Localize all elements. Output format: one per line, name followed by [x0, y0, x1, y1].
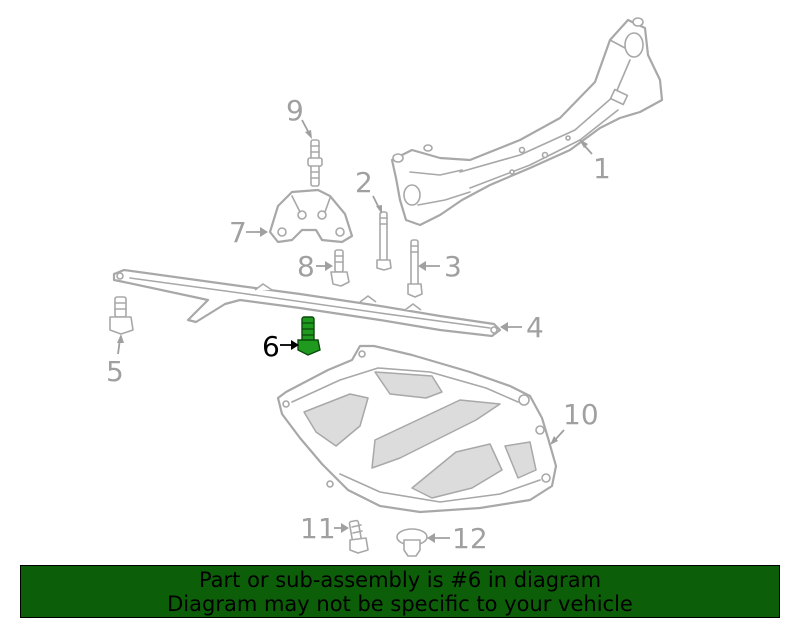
part-3-bolt[interactable]: [407, 239, 423, 298]
callout-3: 3: [444, 250, 462, 283]
callout-8: 8: [297, 250, 315, 283]
banner-line-2: Diagram may not be specific to your vehi…: [167, 591, 633, 616]
notice-banner: Part or sub-assembly is #6 in diagram Di…: [20, 565, 780, 618]
callout-4: 4: [526, 311, 544, 344]
callout-1: 1: [593, 152, 611, 185]
part-2-bolt[interactable]: [376, 211, 392, 271]
banner-line-1: Part or sub-assembly is #6 in diagram: [198, 567, 602, 592]
part-6-bolt[interactable]: [297, 316, 321, 356]
part-7-bracket[interactable]: [268, 188, 354, 244]
part-10-shield[interactable]: [276, 344, 558, 514]
parts-diagram: 1 2 3 4 5 6 7 8 9 10 11 12: [106, 17, 664, 557]
part-12-clip[interactable]: [396, 528, 428, 557]
callout-6: 6: [262, 330, 280, 363]
part-5-bolt[interactable]: [109, 296, 134, 335]
callout-5: 5: [106, 355, 124, 388]
part-4-brace[interactable]: [112, 268, 502, 338]
part-8-bolt[interactable]: [330, 249, 350, 287]
callout-7: 7: [229, 216, 247, 249]
part-9-stud[interactable]: [307, 139, 323, 187]
callout-arrows: [117, 119, 593, 543]
callout-12: 12: [452, 522, 488, 555]
callout-2: 2: [355, 166, 373, 199]
part-1-subframe[interactable]: [390, 17, 664, 227]
part-11-bolt[interactable]: [348, 519, 369, 554]
callout-11: 11: [300, 512, 336, 545]
callout-9: 9: [286, 94, 304, 127]
callout-10: 10: [563, 398, 599, 431]
